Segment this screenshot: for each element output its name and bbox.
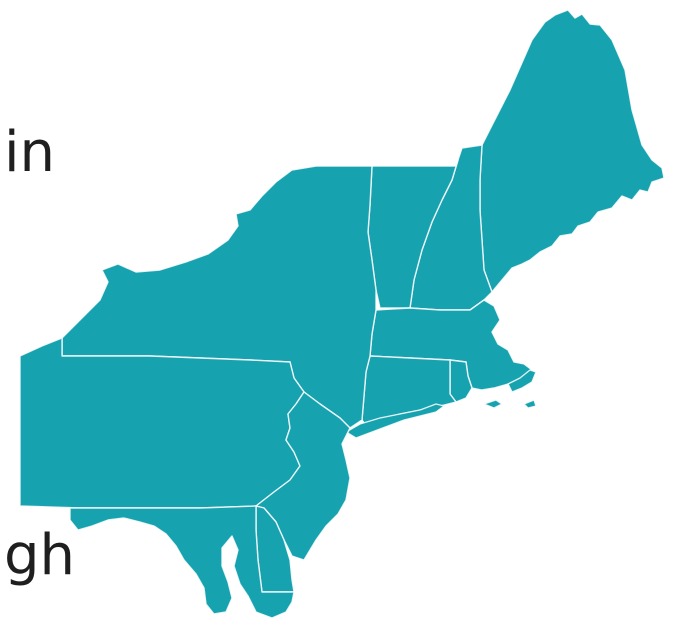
text-fragment-bottom: gh xyxy=(4,523,76,588)
state-maryland xyxy=(69,505,295,619)
state-pennsylvania xyxy=(19,337,305,509)
state-maine xyxy=(479,9,665,293)
state-new-jersey xyxy=(255,391,351,561)
island-nantucket xyxy=(523,399,537,409)
island-marthas-vineyard xyxy=(483,399,503,409)
state-long-island xyxy=(345,403,445,439)
text-fragment-top: in xyxy=(4,120,56,185)
cape-cod xyxy=(507,369,537,393)
